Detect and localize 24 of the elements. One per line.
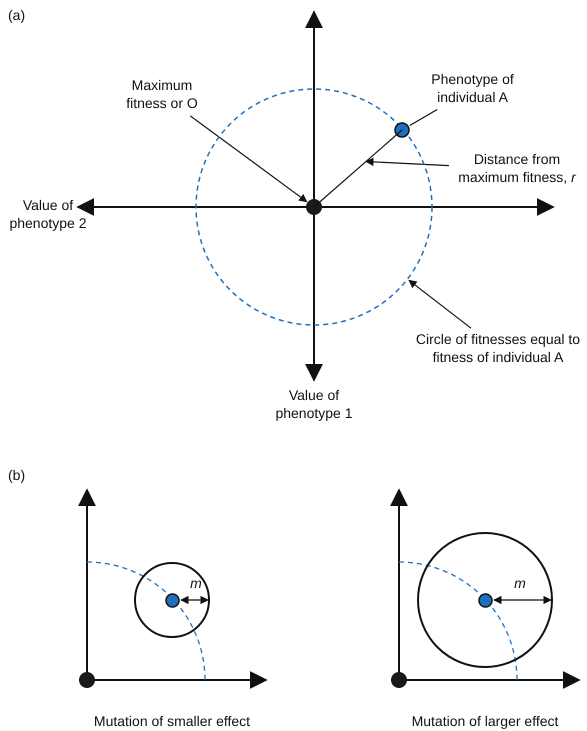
callout-text: Circle of fitnesses equal to fitness of individual A [410,330,586,366]
axis-label: Value of phenotype 2 [8,196,88,232]
callout-text: Maximum fitness or O [110,76,214,112]
panel-label: (a) [8,6,26,24]
panel-label: (b) [8,466,26,484]
radius-line [314,130,402,207]
origin-dot [306,199,322,215]
caption-text: Mutation of larger effect [410,712,560,730]
dimension-label: m [189,574,203,592]
origin-dot [79,672,95,688]
callout-text: Distance from maximum fitness, r [452,150,582,186]
dashed-circle [195,88,433,326]
phenotype-dot [164,592,180,608]
leader-arrow [190,115,308,202]
axis-label: Value of phenotype 1 [274,386,354,422]
leader-arrow [408,280,472,329]
origin-dot [391,672,407,688]
phenotype-dot [394,122,410,138]
leader-line [410,108,438,126]
phenotype-dot [478,592,492,608]
dimension-label: m [513,574,527,592]
callout-text: Phenotype of individual A [425,70,520,106]
leader-arrow [365,158,450,166]
caption-text: Mutation of smaller effect [92,712,252,730]
